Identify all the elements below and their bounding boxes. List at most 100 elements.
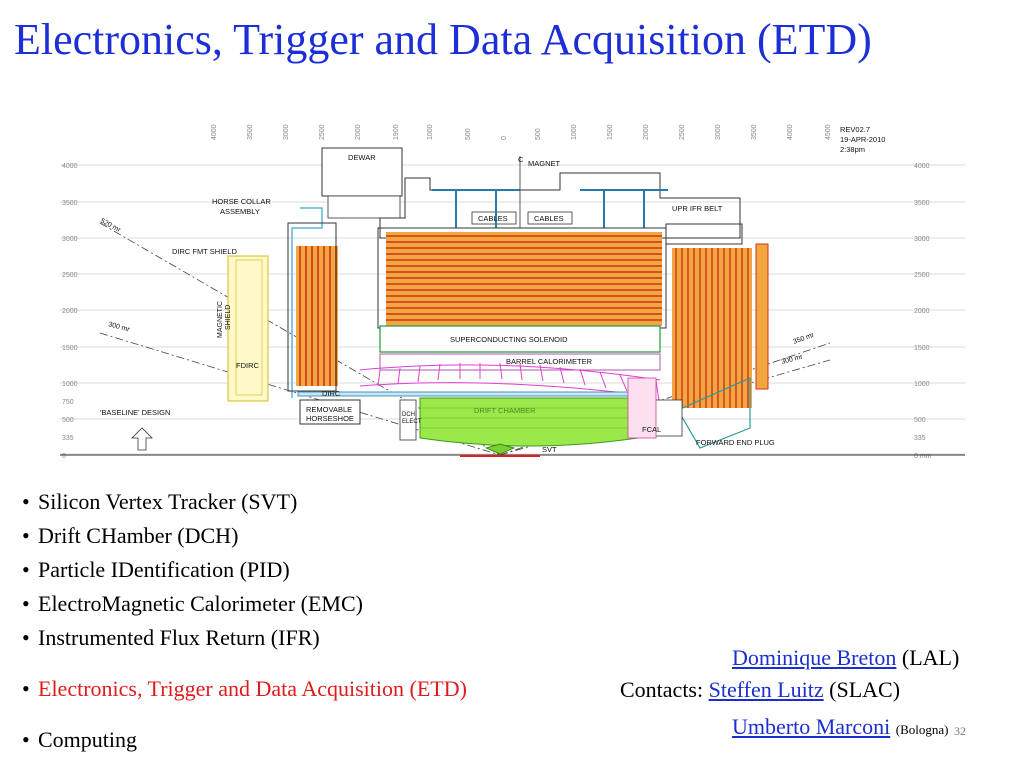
- removable-horseshoe: [299, 399, 361, 425]
- fdirc-box: [227, 255, 269, 402]
- time-label: 2:38pm: [840, 145, 865, 154]
- y-tick-right: 1500: [914, 345, 930, 352]
- y-tick: 1000: [62, 381, 78, 388]
- magnet-frame: [379, 172, 741, 239]
- x-tick: 3500: [247, 124, 254, 140]
- list-item: • Particle IDentification (PID): [22, 553, 467, 587]
- x-tick: 3000: [715, 124, 722, 140]
- bullet-dot: •: [22, 676, 30, 701]
- x-tick: 500: [465, 128, 472, 140]
- dirc-label: DIRC: [322, 389, 341, 398]
- barrel-calorimeter-box: [379, 353, 661, 371]
- x-tick: 2500: [679, 124, 686, 140]
- x-tick: 3500: [751, 124, 758, 140]
- x-tick: 500: [535, 128, 542, 140]
- bullet-dot: •: [22, 523, 30, 548]
- y-ticks-right: 4000 3500 3000 2500 2000 1500 1000 500 3…: [914, 163, 932, 460]
- drift-label: DRIFT CHAMBER: [474, 406, 536, 415]
- contacts-label: Contacts:: [620, 677, 704, 702]
- list-item-highlighted: • Electronics, Trigger and Data Acquisiti…: [22, 672, 467, 706]
- bullet-dot: •: [22, 591, 30, 616]
- y-tick: 0: [62, 453, 66, 460]
- cables-label-1: CABLES: [478, 214, 508, 223]
- list-item: • Drift CHamber (DCH): [22, 519, 467, 553]
- y-tick: 2500: [62, 272, 78, 279]
- y-tick-right: 2500: [914, 272, 930, 279]
- subsystem-list: • Silicon Vertex Tracker (SVT) • Drift CHa…: [22, 485, 467, 757]
- y-tick: 3500: [62, 200, 78, 207]
- fcal-label: FCAL: [642, 425, 661, 434]
- list-item: •ElectroMagnetic Calorimeter (EMC): [22, 587, 467, 621]
- x-tick: 0: [501, 136, 508, 140]
- assembly-label: ASSEMBLY: [220, 207, 260, 216]
- list-item-text: Silicon Vertex Tracker (SVT): [38, 489, 298, 514]
- x-tick: 4000: [787, 124, 794, 140]
- x-tick: 1000: [427, 124, 434, 140]
- dirc-bar: [297, 391, 633, 397]
- solenoid-label: SUPERCONDUCTING SOLENOID: [450, 335, 568, 344]
- x-tick: 3000: [283, 124, 290, 140]
- y-tick-right: 500: [914, 417, 926, 424]
- contact-row-marconi: Umberto Marconi (Bologna): [732, 714, 948, 740]
- y-tick: 3000: [62, 236, 78, 243]
- date-label: 19-APR-2010: [840, 135, 885, 144]
- elect-label: ELECT: [402, 419, 422, 425]
- x-ticks: 4000 3500 3000 2500 2000 1900 1000 500 0…: [211, 124, 832, 140]
- y-tick: 750: [62, 399, 74, 406]
- dch-label: DCH: [402, 412, 415, 418]
- y-tick-right: 335: [914, 435, 926, 442]
- dewar-label: DEWAR: [348, 153, 376, 162]
- contact-affil: (Bologna): [895, 722, 949, 737]
- mr520-label: 520 mr: [99, 218, 122, 235]
- mag-shield-label-1: MAGNETIC: [217, 301, 224, 338]
- y-tick-right: 0 mm: [914, 453, 932, 460]
- list-item-text: Drift CHamber (DCH): [38, 523, 239, 548]
- x-tick: 4500: [825, 124, 832, 140]
- svt: [484, 443, 516, 455]
- mr300b-label: 300 mr: [781, 353, 805, 366]
- list-item: • Silicon Vertex Tracker (SVT): [22, 485, 467, 519]
- list-item-text: Particle IDentification (PID): [38, 557, 290, 582]
- bullet-dot: •: [22, 557, 30, 582]
- y-tick-right: 1000: [914, 381, 930, 388]
- ifr-forward: [672, 243, 769, 408]
- y-tick: 2000: [62, 308, 78, 315]
- x-tick: 2500: [319, 124, 326, 140]
- y-tick-right: 4000: [914, 163, 930, 170]
- x-tick: 2000: [643, 124, 650, 140]
- x-tick: 2000: [355, 124, 362, 140]
- solenoid: [379, 325, 661, 353]
- contact-row-luitz: Contacts: Steffen Luitz (SLAC): [620, 677, 900, 703]
- y-tick: 1500: [62, 345, 78, 352]
- x-tick: 1500: [607, 124, 614, 140]
- drift-chamber: [419, 397, 639, 447]
- mag-shield-label-2: SHIELD: [225, 305, 232, 330]
- horseshoe-label: HORSESHOE: [306, 414, 354, 423]
- emc-crystals: [359, 362, 661, 411]
- bullet-dot: •: [22, 625, 30, 650]
- list-item-text: Computing: [38, 727, 138, 752]
- bullet-dot: •: [22, 727, 30, 752]
- y-tick: 335: [62, 435, 74, 442]
- y-tick-right: 2000: [914, 308, 930, 315]
- dirc-fmt-label: DIRC FMT SHIELD: [172, 247, 237, 256]
- detector-diagram: 4000 3500 3000 2500 2000 1500 1000 750 5…: [60, 124, 965, 460]
- contact-row-breton: Dominique Breton (LAL): [732, 645, 959, 671]
- contact-link-marconi[interactable]: Umberto Marconi: [732, 714, 891, 739]
- forward-end-plug-label: FORWARD END PLUG: [696, 438, 775, 447]
- x-tick: 1900: [393, 124, 400, 140]
- horse-collar: [291, 207, 323, 398]
- up-arrow: [131, 427, 153, 451]
- contact-link-breton[interactable]: Dominique Breton: [732, 645, 897, 670]
- list-item-text: Electronics, Trigger and Data Acquisitio…: [38, 676, 467, 701]
- contact-link-luitz[interactable]: Steffen Luitz: [708, 677, 824, 702]
- svt-label: SVT: [542, 445, 557, 454]
- page-number: 32: [954, 724, 966, 738]
- bullet-dot: •: [22, 489, 30, 514]
- y-tick-right: 3000: [914, 236, 930, 243]
- mr350-label: 350 mr: [792, 332, 815, 346]
- x-tick: 4000: [211, 124, 218, 140]
- ifr-backward: [296, 246, 338, 386]
- cables-box-1: [471, 211, 517, 225]
- cl-label: C: [518, 155, 524, 164]
